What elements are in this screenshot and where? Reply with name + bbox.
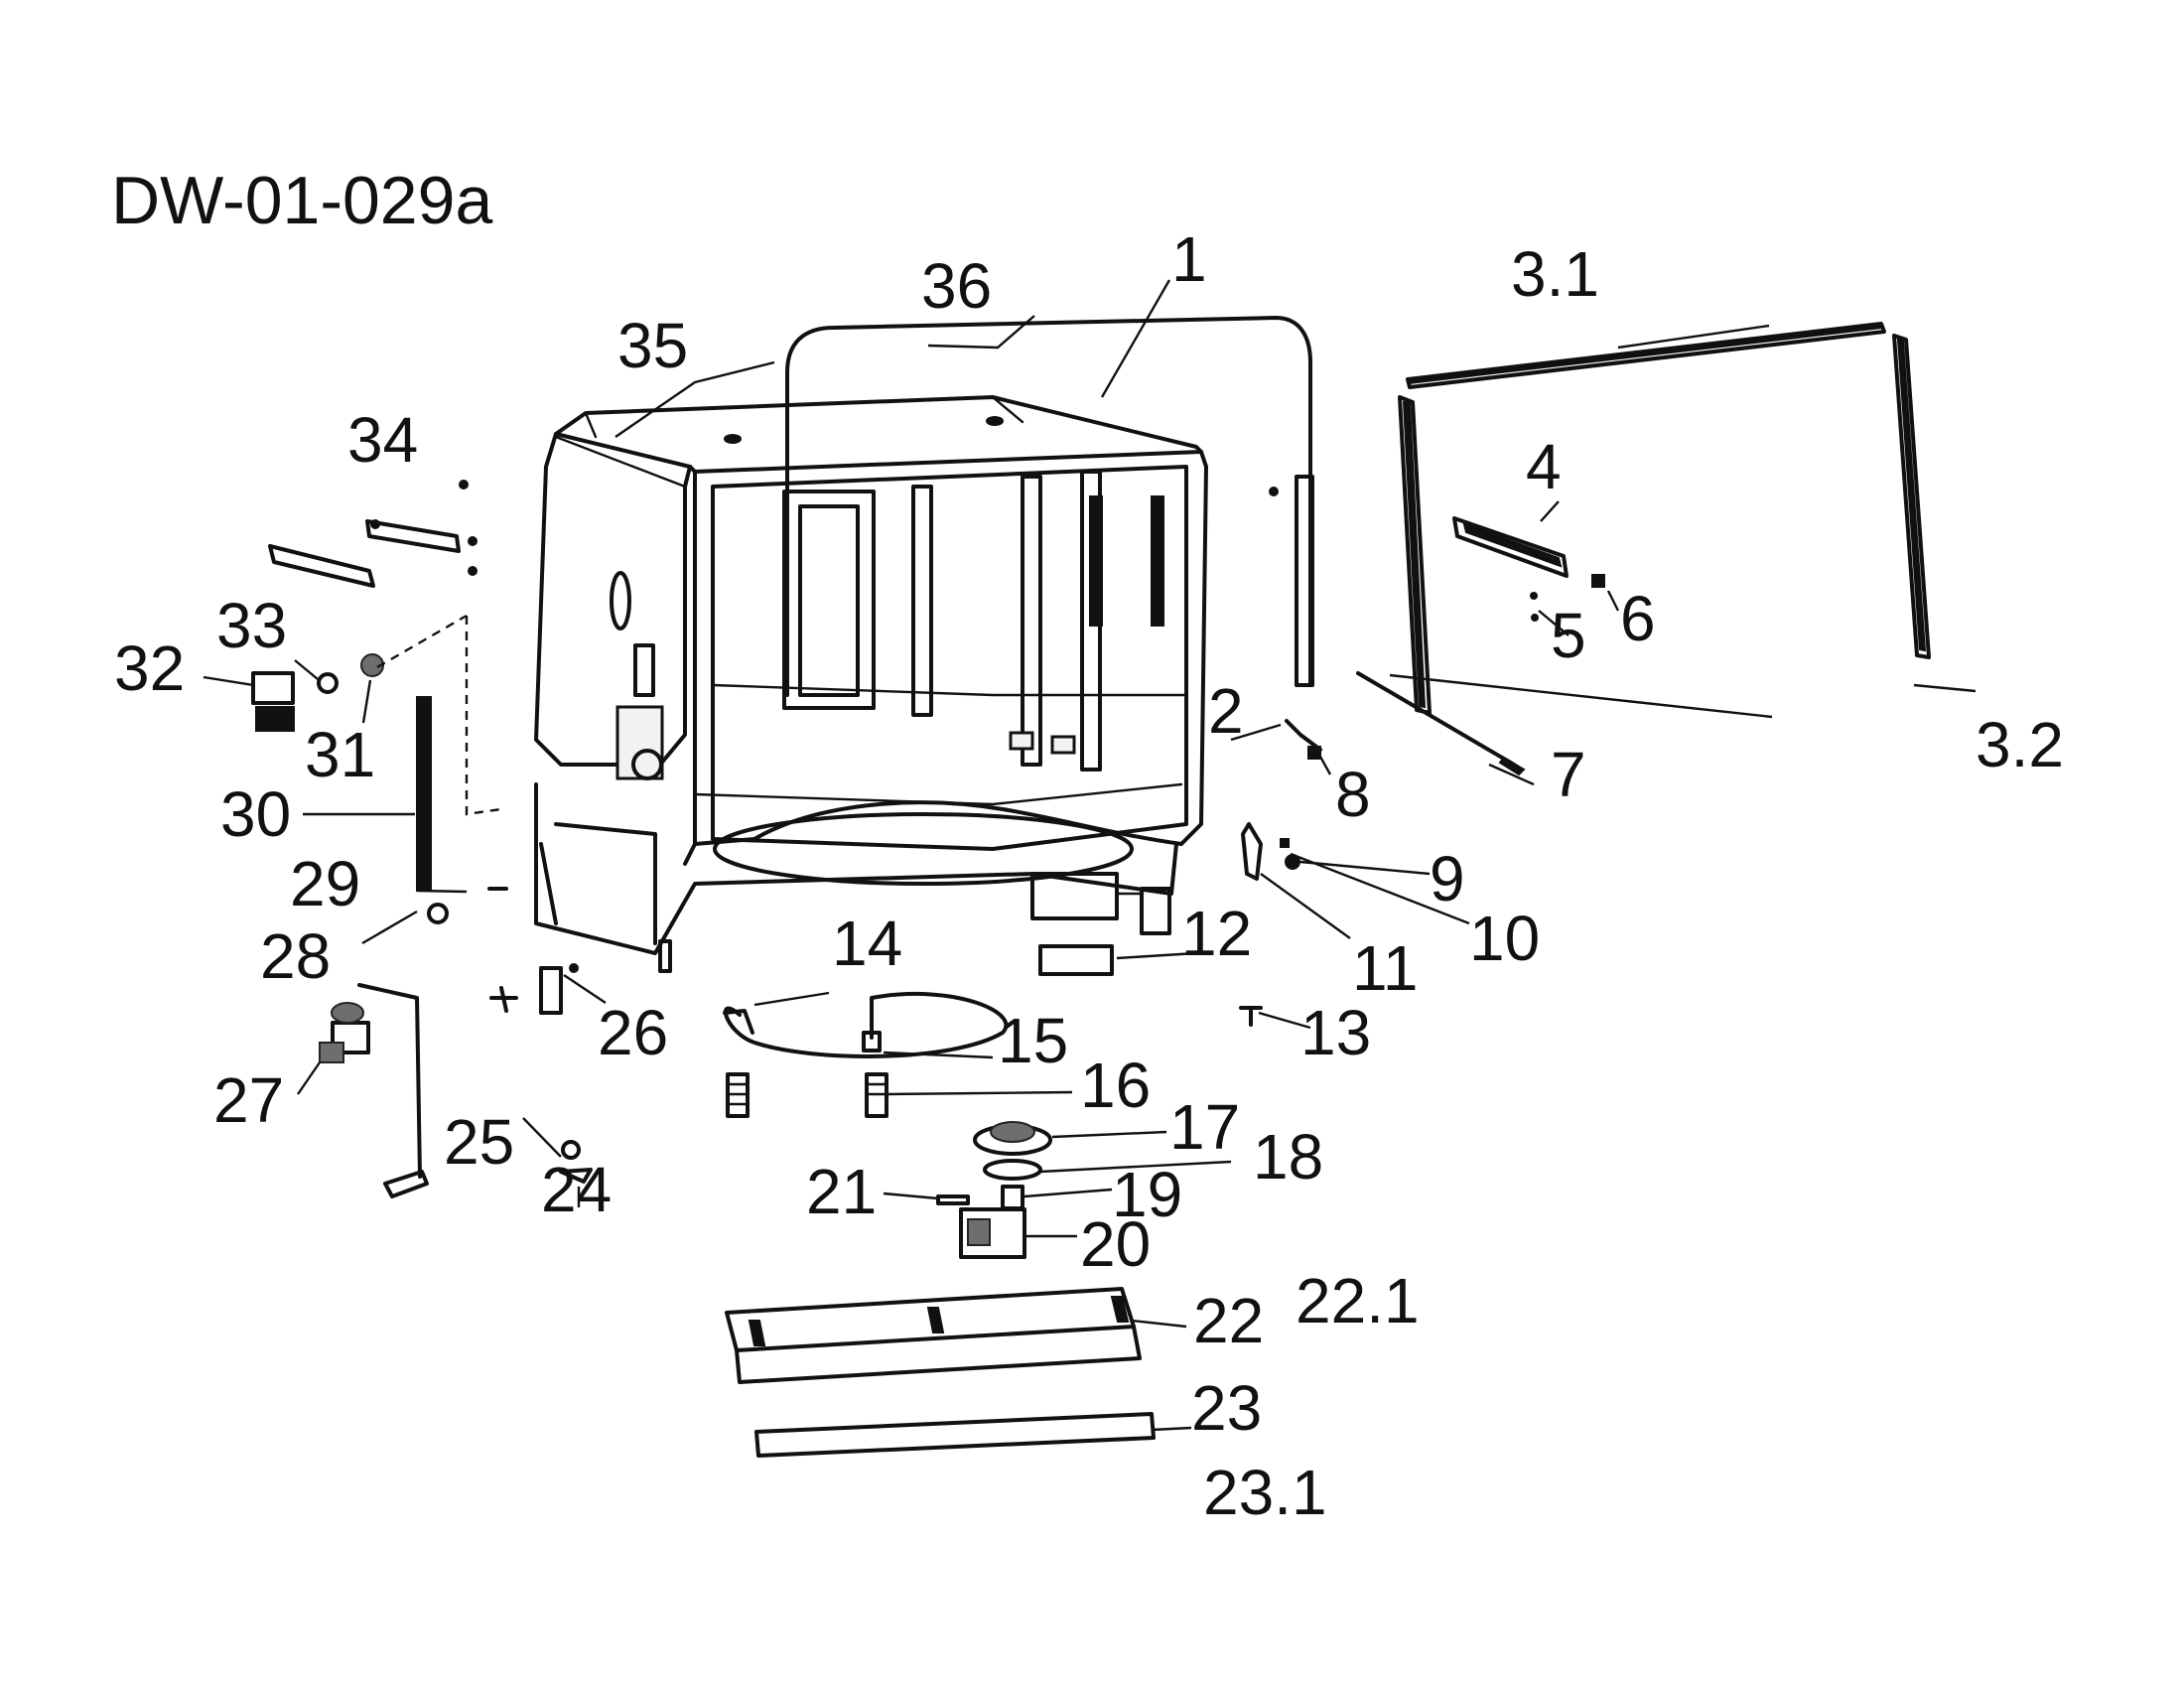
callout-5: 5 (1551, 600, 1586, 671)
part-5-screw-2 (1531, 614, 1539, 622)
callout-4: 4 (1526, 431, 1562, 502)
part-28-hose (357, 983, 422, 1179)
callout-36: 36 (921, 250, 992, 322)
part-27-valve (319, 1002, 370, 1063)
callout-21: 21 (806, 1156, 877, 1227)
callout-28: 28 (260, 920, 331, 992)
callout-20: 20 (1080, 1208, 1151, 1280)
part-15-clamp (862, 1031, 882, 1052)
part-26-leveling-foot (489, 963, 579, 1015)
callout-31: 31 (305, 719, 375, 790)
part-33-washer (317, 672, 339, 694)
callout-18: 18 (1253, 1121, 1323, 1193)
part-35-screws (724, 416, 1004, 444)
part-2-hinge (1285, 719, 1322, 752)
callout-2: 2 (1208, 675, 1244, 747)
leader-lines (203, 279, 1977, 1432)
part-32-switch (251, 671, 295, 732)
callout-12: 12 (1181, 898, 1252, 969)
callout-23: 23 (1191, 1372, 1262, 1444)
part-36-gasket-end (1295, 475, 1314, 687)
callout-3-2: 3.2 (1976, 709, 2064, 780)
callout-7: 7 (1551, 739, 1586, 810)
part-20-pump-motor (959, 1207, 1026, 1259)
part-22-kick-plate (725, 1287, 1142, 1384)
part-3-2-side-seals (1398, 334, 1931, 715)
part-23-strip (754, 1412, 1156, 1458)
part-36-door-gasket (785, 316, 1312, 697)
part-5-screw (1530, 592, 1538, 600)
callout-11: 11 (1352, 932, 1418, 1004)
part-29-clamp (427, 903, 449, 924)
part-10-washer (1280, 838, 1290, 848)
callout-14: 14 (832, 908, 902, 979)
callout-19: 19 (1112, 1159, 1182, 1230)
callout-29: 29 (290, 848, 360, 919)
callout-8: 8 (1335, 759, 1371, 830)
part-6-nut (1591, 574, 1605, 588)
callout-labels: 1 2 3.1 3.2 4 5 6 7 8 9 10 11 12 13 14 1… (114, 223, 2064, 1528)
callout-16: 16 (1080, 1050, 1151, 1121)
callout-23-1: 23.1 (1203, 1457, 1327, 1528)
callout-9: 9 (1430, 843, 1465, 914)
callout-30: 30 (220, 778, 291, 850)
part-21-sensor (936, 1194, 970, 1205)
callout-15: 15 (998, 1005, 1068, 1076)
part-8-screw (1307, 746, 1321, 760)
callout-6: 6 (1620, 583, 1656, 654)
callout-22: 22 (1193, 1285, 1264, 1356)
part-4-rail-bracket (1452, 516, 1569, 578)
callout-26: 26 (598, 997, 668, 1068)
callout-22-1: 22.1 (1296, 1265, 1420, 1336)
part-18-seal (983, 1159, 1042, 1181)
callout-17: 17 (1169, 1091, 1240, 1163)
callout-3-1: 3.1 (1511, 238, 1599, 310)
part-16-connectors (726, 1072, 888, 1118)
callout-34: 34 (347, 404, 418, 476)
part-11-hinge-spring (1241, 822, 1263, 881)
part-24-clip (559, 1168, 593, 1184)
callout-13: 13 (1300, 997, 1371, 1068)
part-25-washer (561, 1140, 581, 1160)
tub-assembly (534, 395, 1208, 973)
part-31-nut (360, 653, 384, 677)
part-13-screw (1239, 1006, 1263, 1027)
part-12-block (1038, 944, 1114, 976)
callout-25: 25 (444, 1106, 514, 1178)
part-34-mounting-bracket (268, 480, 478, 588)
part-7-rod (1356, 671, 1516, 767)
callout-1: 1 (1171, 223, 1207, 295)
callout-24: 24 (541, 1154, 612, 1225)
callout-32: 32 (114, 632, 185, 704)
part-17-impeller (973, 1121, 1052, 1156)
callout-10: 10 (1469, 903, 1540, 974)
callout-27: 27 (213, 1064, 284, 1136)
part-36-clip (1269, 487, 1279, 496)
part-30-inlet-hose (416, 696, 432, 892)
callout-35: 35 (617, 310, 688, 381)
part-19-coupling (1001, 1185, 1024, 1210)
callout-33: 33 (216, 590, 287, 661)
diagram-title: DW-01-029a (111, 163, 492, 238)
